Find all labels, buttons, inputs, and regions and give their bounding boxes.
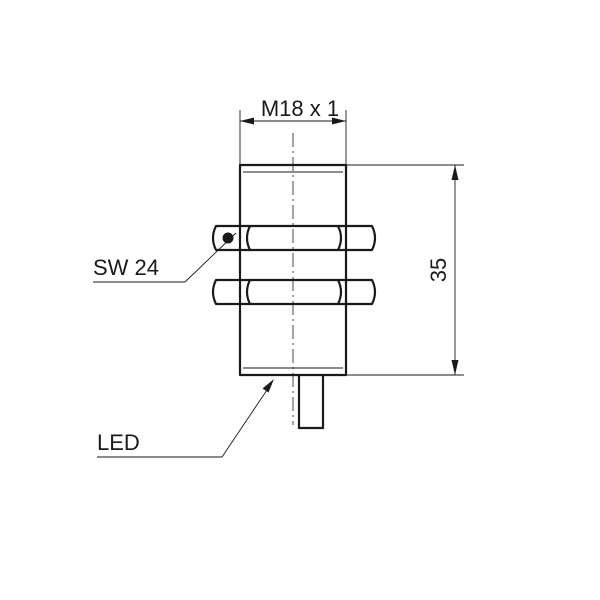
wrench-size-callout: SW 24 [93, 232, 237, 283]
length-dimension: 35 [346, 164, 464, 376]
wrench-size-label: SW 24 [93, 255, 159, 280]
lower-nut [211, 278, 377, 306]
led-indicator-dot [222, 232, 234, 244]
thread-dimension: M18 x 1 [239, 96, 347, 165]
led-callout: LED [97, 379, 274, 458]
upper-nut [211, 224, 377, 252]
length-label: 35 [426, 258, 451, 282]
led-label: LED [97, 430, 140, 455]
cable [297, 373, 325, 430]
thread-label: M18 x 1 [261, 96, 339, 121]
sensor-body [238, 163, 348, 377]
